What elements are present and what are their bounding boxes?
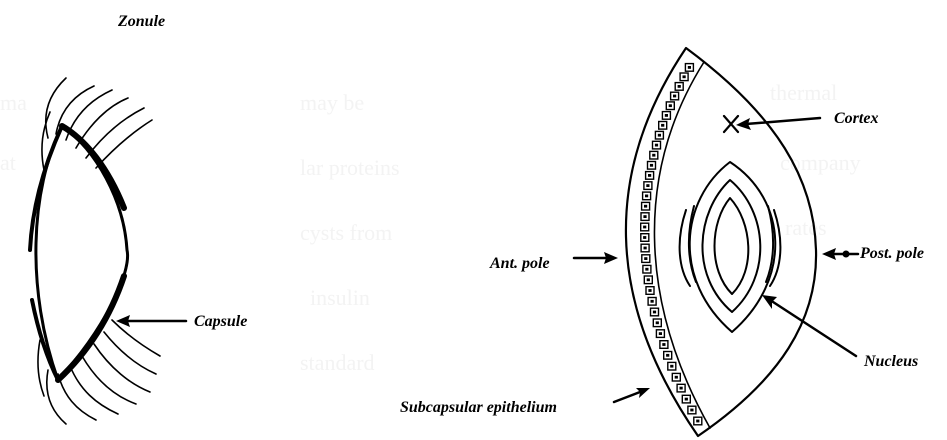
lens-section-figure-right: Cortex Ant. pole Post. pole Nucleus Subc… (400, 48, 924, 436)
epithelium-cell-nucleus (678, 85, 681, 88)
epithelium-cell-nucleus (680, 387, 683, 390)
ant-pole-label: Ant. pole (489, 255, 550, 272)
cortex-cross-mark (724, 116, 738, 132)
nucleus (680, 162, 781, 332)
epithelium-cell-nucleus (644, 247, 647, 250)
epithelium-cell-nucleus (670, 365, 673, 368)
epithelium-cell-nucleus (666, 354, 669, 357)
epithelium-cell-nucleus (653, 311, 656, 314)
nucleus-label: Nucleus (863, 353, 918, 370)
epithelium-cell-nucleus (645, 268, 648, 271)
epithelium-cell-nucleus (643, 226, 646, 229)
cortex-arrow (736, 118, 820, 130)
epithelium-cell-nucleus (662, 343, 665, 346)
epithelium-cell-nucleus (643, 236, 646, 239)
svg-text:thermal: thermal (770, 80, 837, 105)
cortex-label: Cortex (834, 110, 878, 127)
svg-text:insulin: insulin (310, 285, 370, 310)
epithelium-cell-nucleus (685, 398, 688, 401)
epithelium-cell-nucleus (648, 174, 651, 177)
epithelium-cell-nucleus (648, 289, 651, 292)
capsule-label: Capsule (194, 313, 247, 330)
svg-text:lar proteins: lar proteins (300, 155, 400, 180)
epithelium-cell-nucleus (650, 164, 653, 167)
svg-text:may be: may be (300, 90, 364, 115)
epithelium-cell-nucleus (661, 124, 664, 127)
svg-text:cysts from: cysts from (300, 220, 392, 245)
svg-text:standard: standard (300, 350, 375, 375)
epithelium-cell-nucleus (690, 409, 693, 412)
svg-text:at: at (0, 150, 16, 175)
epithelium-cell-nucleus (643, 215, 646, 218)
epithelium-cell-nucleus (696, 420, 699, 423)
epithelium-cell-nucleus (665, 114, 668, 117)
capsule-arrow (116, 315, 186, 327)
epithelium-cell-nucleus (651, 300, 654, 303)
epithelium-cell-nucleus (675, 376, 678, 379)
post-pole-label: Post. pole (859, 245, 924, 262)
epithelium-cell-nucleus (669, 104, 672, 107)
capsule-thick-lower (58, 276, 124, 380)
subcapsular-epithelium-arrow (614, 388, 650, 402)
epithelium-cell-nucleus (673, 95, 676, 98)
zonule-label: Zonule (117, 13, 165, 30)
epithelium-cell-nucleus (688, 66, 691, 69)
capsule-thick-left (30, 126, 62, 250)
epithelium-cell-nucleus (683, 75, 686, 78)
subcapsular-epithelium-label: Subcapsular epithelium (400, 399, 557, 416)
lens-figure-left: Zonule Capsule (30, 13, 247, 424)
epithelium-cell-nucleus (659, 332, 662, 335)
epithelium-cell-nucleus (656, 321, 659, 324)
epithelium-cell-nucleus (646, 184, 649, 187)
post-pole-arrow (822, 248, 858, 260)
epithelium-cell-nucleus (655, 144, 658, 147)
subcapsular-epithelium-cells (641, 64, 702, 425)
epithelium-cell-nucleus (644, 205, 647, 208)
epithelium-cell-nucleus (652, 154, 655, 157)
epithelium-cell-nucleus (645, 195, 648, 198)
epithelium-cell-nucleus (658, 134, 661, 137)
epithelium-cell-nucleus (647, 278, 650, 281)
nucleus-inner (715, 198, 749, 294)
svg-text:ma: ma (0, 90, 27, 115)
lens-outline (36, 126, 128, 380)
svg-text:rates: rates (785, 215, 827, 240)
ant-pole-arrow (574, 252, 618, 264)
epithelium-cell-nucleus (644, 257, 647, 260)
